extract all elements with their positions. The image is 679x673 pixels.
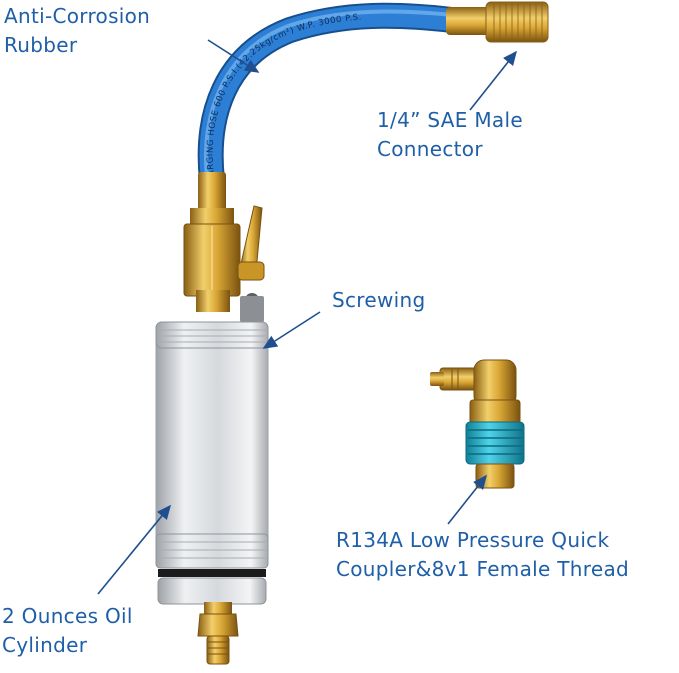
valve-body [183,205,265,322]
cylinder-label-line2: Cylinder [2,633,88,657]
coupler-label-line2: Coupler&8v1 Female Thread [336,557,629,581]
screwing-label: Screwing [332,288,426,312]
hose-label-line2: Rubber [4,33,78,57]
coupler-label-line1: R134A Low Pressure Quick [336,528,610,552]
connector-label-line1: 1/4” SAE Male [377,108,523,132]
cylinder-callout-arrow [97,504,172,595]
hose-label-line1: Anti-Corrosion [4,4,151,28]
coupler-label: R134A Low Pressure Quick Coupler&8v1 Fem… [336,526,629,584]
cylinder-label: 2 Ounces Oil Cylinder [2,602,133,660]
sae-male-connector [446,1,549,43]
quick-coupler [430,359,525,489]
oil-cylinder [155,321,269,605]
coupler-callout-arrow [447,474,487,525]
connector-label-line2: Connector [377,137,483,161]
screwing-callout-arrow [262,311,321,349]
connector-callout-arrow [469,50,517,111]
hose-label: Anti-Corrosion Rubber [4,2,150,60]
cylinder-label-line1: 2 Ounces Oil [2,604,133,628]
hose-crimp-fitting [198,172,226,212]
bottom-fitting [197,602,239,665]
hose-callout-arrow [207,39,260,73]
connector-label: 1/4” SAE Male Connector [377,106,523,164]
